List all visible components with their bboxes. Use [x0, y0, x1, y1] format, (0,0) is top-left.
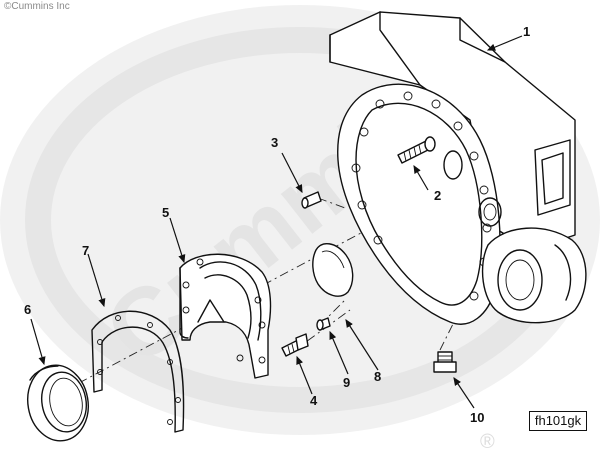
- leader-2: [413, 164, 429, 191]
- leader-9: [329, 330, 349, 375]
- leader-1: [486, 35, 523, 51]
- callout-6: 6: [24, 302, 32, 317]
- callout-5: 5: [162, 205, 170, 220]
- leader-4: [296, 355, 313, 395]
- drawing-id-label: fh101gk: [529, 411, 587, 431]
- leader-3: [281, 152, 303, 194]
- copyright-notice: ©Cummins Inc: [4, 1, 70, 12]
- stud-part-2: [397, 136, 436, 164]
- callout-4: 4: [310, 393, 318, 408]
- cover-plate-part-8: [312, 243, 354, 297]
- dowel-pin-part-3: [301, 191, 322, 209]
- callout-3: 3: [271, 135, 279, 150]
- leader-8: [345, 318, 379, 371]
- oil-seal-part-6: [27, 364, 89, 442]
- callout-10: 10: [470, 410, 485, 425]
- leader-10: [453, 377, 475, 409]
- callout-2: 2: [434, 188, 442, 203]
- leader-lines: [30, 35, 523, 409]
- leader-5: [169, 217, 186, 264]
- leader-6: [30, 318, 46, 366]
- watermark-registered-mark: ®: [480, 431, 495, 453]
- leader-7: [87, 253, 106, 308]
- callout-1: 1: [523, 24, 531, 39]
- flywheel-housing: [329, 11, 587, 325]
- callout-9: 9: [343, 375, 351, 390]
- capscrew-part-4: [281, 333, 309, 357]
- bolt-part-9: [316, 317, 331, 331]
- callout-8: 8: [374, 369, 382, 384]
- rear-cover-part-5: [179, 253, 272, 379]
- callout-7: 7: [82, 243, 90, 258]
- gasket-part-7: [91, 310, 185, 433]
- drain-plug-part-10: [433, 351, 457, 373]
